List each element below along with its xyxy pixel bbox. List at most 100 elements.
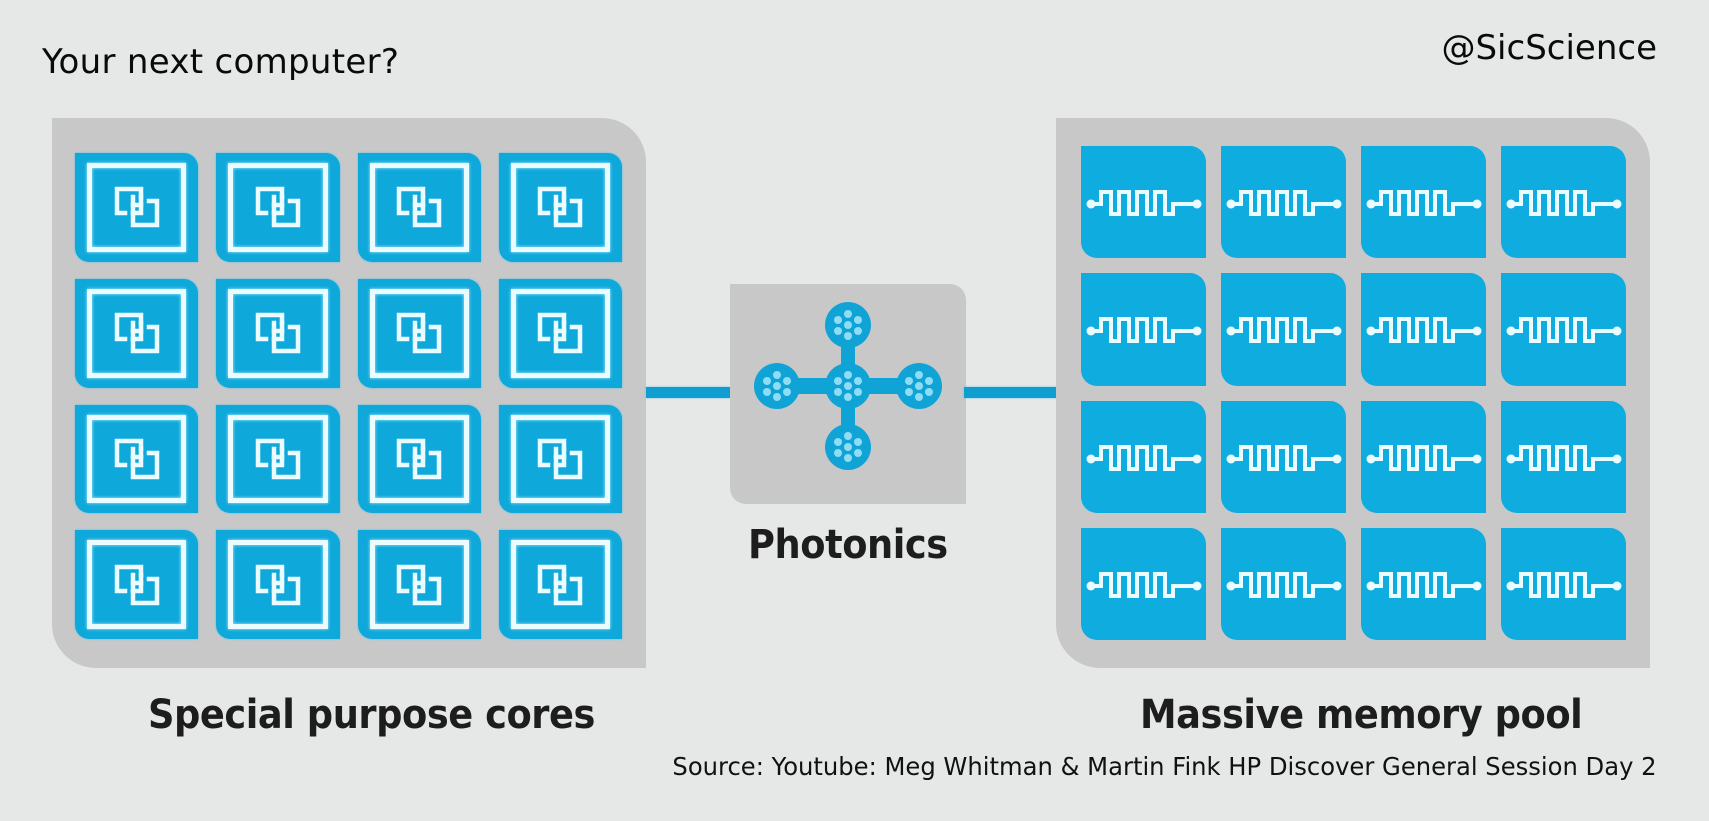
fiber-core-dot <box>925 377 933 385</box>
memristor-wave-icon <box>1086 571 1201 598</box>
photonics-icon <box>754 302 942 470</box>
core-frame <box>369 163 469 252</box>
memory-tile <box>1081 527 1206 640</box>
fiber-core-dot <box>763 388 771 396</box>
memristor-wave-icon <box>1366 190 1481 217</box>
fiber-core-dot <box>844 393 852 401</box>
memory-tile <box>1361 273 1486 386</box>
core-tile <box>75 530 199 639</box>
core-tile <box>498 278 622 388</box>
core-frame <box>87 163 187 252</box>
core-frame <box>369 288 469 378</box>
fiber-core-dot <box>915 393 923 401</box>
memory-tile <box>1221 400 1346 513</box>
massive-memory-pool-label: Massive memory pool <box>1140 692 1583 738</box>
interlocking-squares-icon <box>255 564 301 605</box>
photonics-label: Photonics <box>748 522 948 568</box>
core-tile <box>357 153 481 262</box>
interlocking-squares-icon <box>538 187 583 228</box>
interlocking-squares-icon <box>114 312 159 354</box>
memory-tile <box>1501 400 1626 513</box>
memory-tile <box>1501 527 1626 640</box>
special-purpose-cores-panel <box>52 118 646 668</box>
core-tile <box>357 278 481 388</box>
memory-tile <box>1221 273 1346 386</box>
interlocking-squares-icon <box>396 312 442 354</box>
photonic-link-left <box>646 387 730 398</box>
fiber-core-dot <box>844 321 852 329</box>
fiber-core-dot <box>763 377 771 385</box>
memristor-wave-icon <box>1086 190 1201 217</box>
core-frame <box>510 288 610 378</box>
memory-tile <box>1361 146 1486 259</box>
fiber-core-dot <box>834 438 842 446</box>
source-citation: Source: Youtube: Meg Whitman & Martin Fi… <box>672 752 1657 781</box>
memristor-wave-icon <box>1506 571 1621 598</box>
fiber-core-dot <box>844 454 852 462</box>
core-tile <box>75 278 199 388</box>
core-tile <box>498 530 622 639</box>
memristor-wave-icon <box>1366 571 1481 598</box>
core-frame <box>369 414 469 504</box>
interlocking-squares-icon <box>255 438 301 480</box>
fiber-core-dot <box>854 438 862 446</box>
fiber-core-dot <box>915 382 923 390</box>
memristor-wave-icon <box>1226 444 1341 471</box>
special-purpose-cores-label: Special purpose cores <box>148 692 595 738</box>
fiber-core-dot <box>783 388 791 396</box>
fiber-core-dot <box>844 310 852 318</box>
memristor-wave-icon <box>1506 444 1621 471</box>
interlocking-squares-icon <box>396 564 442 605</box>
fiber-core-dot <box>854 388 862 396</box>
fiber-core-dot <box>925 388 933 396</box>
core-tile <box>357 530 481 639</box>
interlocking-squares-icon <box>396 187 442 228</box>
core-frame <box>510 540 610 629</box>
interlocking-squares-icon <box>538 312 583 354</box>
core-tile <box>498 153 622 262</box>
fiber-core-dot <box>834 327 842 335</box>
fiber-core-dot <box>844 432 852 440</box>
fiber-core-dot <box>844 443 852 451</box>
fiber-core-dot <box>905 388 913 396</box>
fiber-core-dot <box>844 371 852 379</box>
interlocking-squares-icon <box>396 438 442 480</box>
slide-title: Your next computer? <box>42 42 400 82</box>
fiber-core-dot <box>834 449 842 457</box>
memory-tile <box>1501 146 1626 259</box>
memory-tile <box>1501 273 1626 386</box>
core-tile <box>75 404 199 514</box>
memory-tile <box>1081 400 1206 513</box>
core-tile <box>498 404 622 514</box>
memory-tile <box>1081 273 1206 386</box>
memristor-wave-icon <box>1506 190 1621 217</box>
core-frame <box>228 540 328 629</box>
photonic-link-right <box>964 387 1056 398</box>
memristor-wave-icon <box>1226 571 1341 598</box>
interlocking-squares-icon <box>114 438 159 480</box>
fiber-core-dot <box>834 316 842 324</box>
core-frame <box>510 163 610 252</box>
core-frame <box>228 288 328 378</box>
memristor-wave-icon <box>1086 317 1201 344</box>
interlocking-squares-icon <box>538 564 583 605</box>
cores-grid <box>75 153 622 639</box>
core-frame <box>228 163 328 252</box>
fiber-core-dot <box>905 377 913 385</box>
fiber-core-dot <box>854 377 862 385</box>
core-tile <box>216 404 340 514</box>
interlocking-squares-icon <box>255 312 301 354</box>
memristor-wave-icon <box>1506 317 1621 344</box>
photonics-box <box>730 284 966 504</box>
fiber-core-dot <box>783 377 791 385</box>
interlocking-squares-icon <box>538 438 583 480</box>
core-tile <box>75 153 199 262</box>
memory-tile <box>1361 400 1486 513</box>
massive-memory-pool-panel <box>1056 118 1650 668</box>
memristor-wave-icon <box>1366 444 1481 471</box>
core-tile <box>216 278 340 388</box>
memristor-wave-icon <box>1366 317 1481 344</box>
author-handle: @SicScience <box>1441 28 1657 68</box>
fiber-core-dot <box>844 382 852 390</box>
interlocking-squares-icon <box>114 187 159 228</box>
